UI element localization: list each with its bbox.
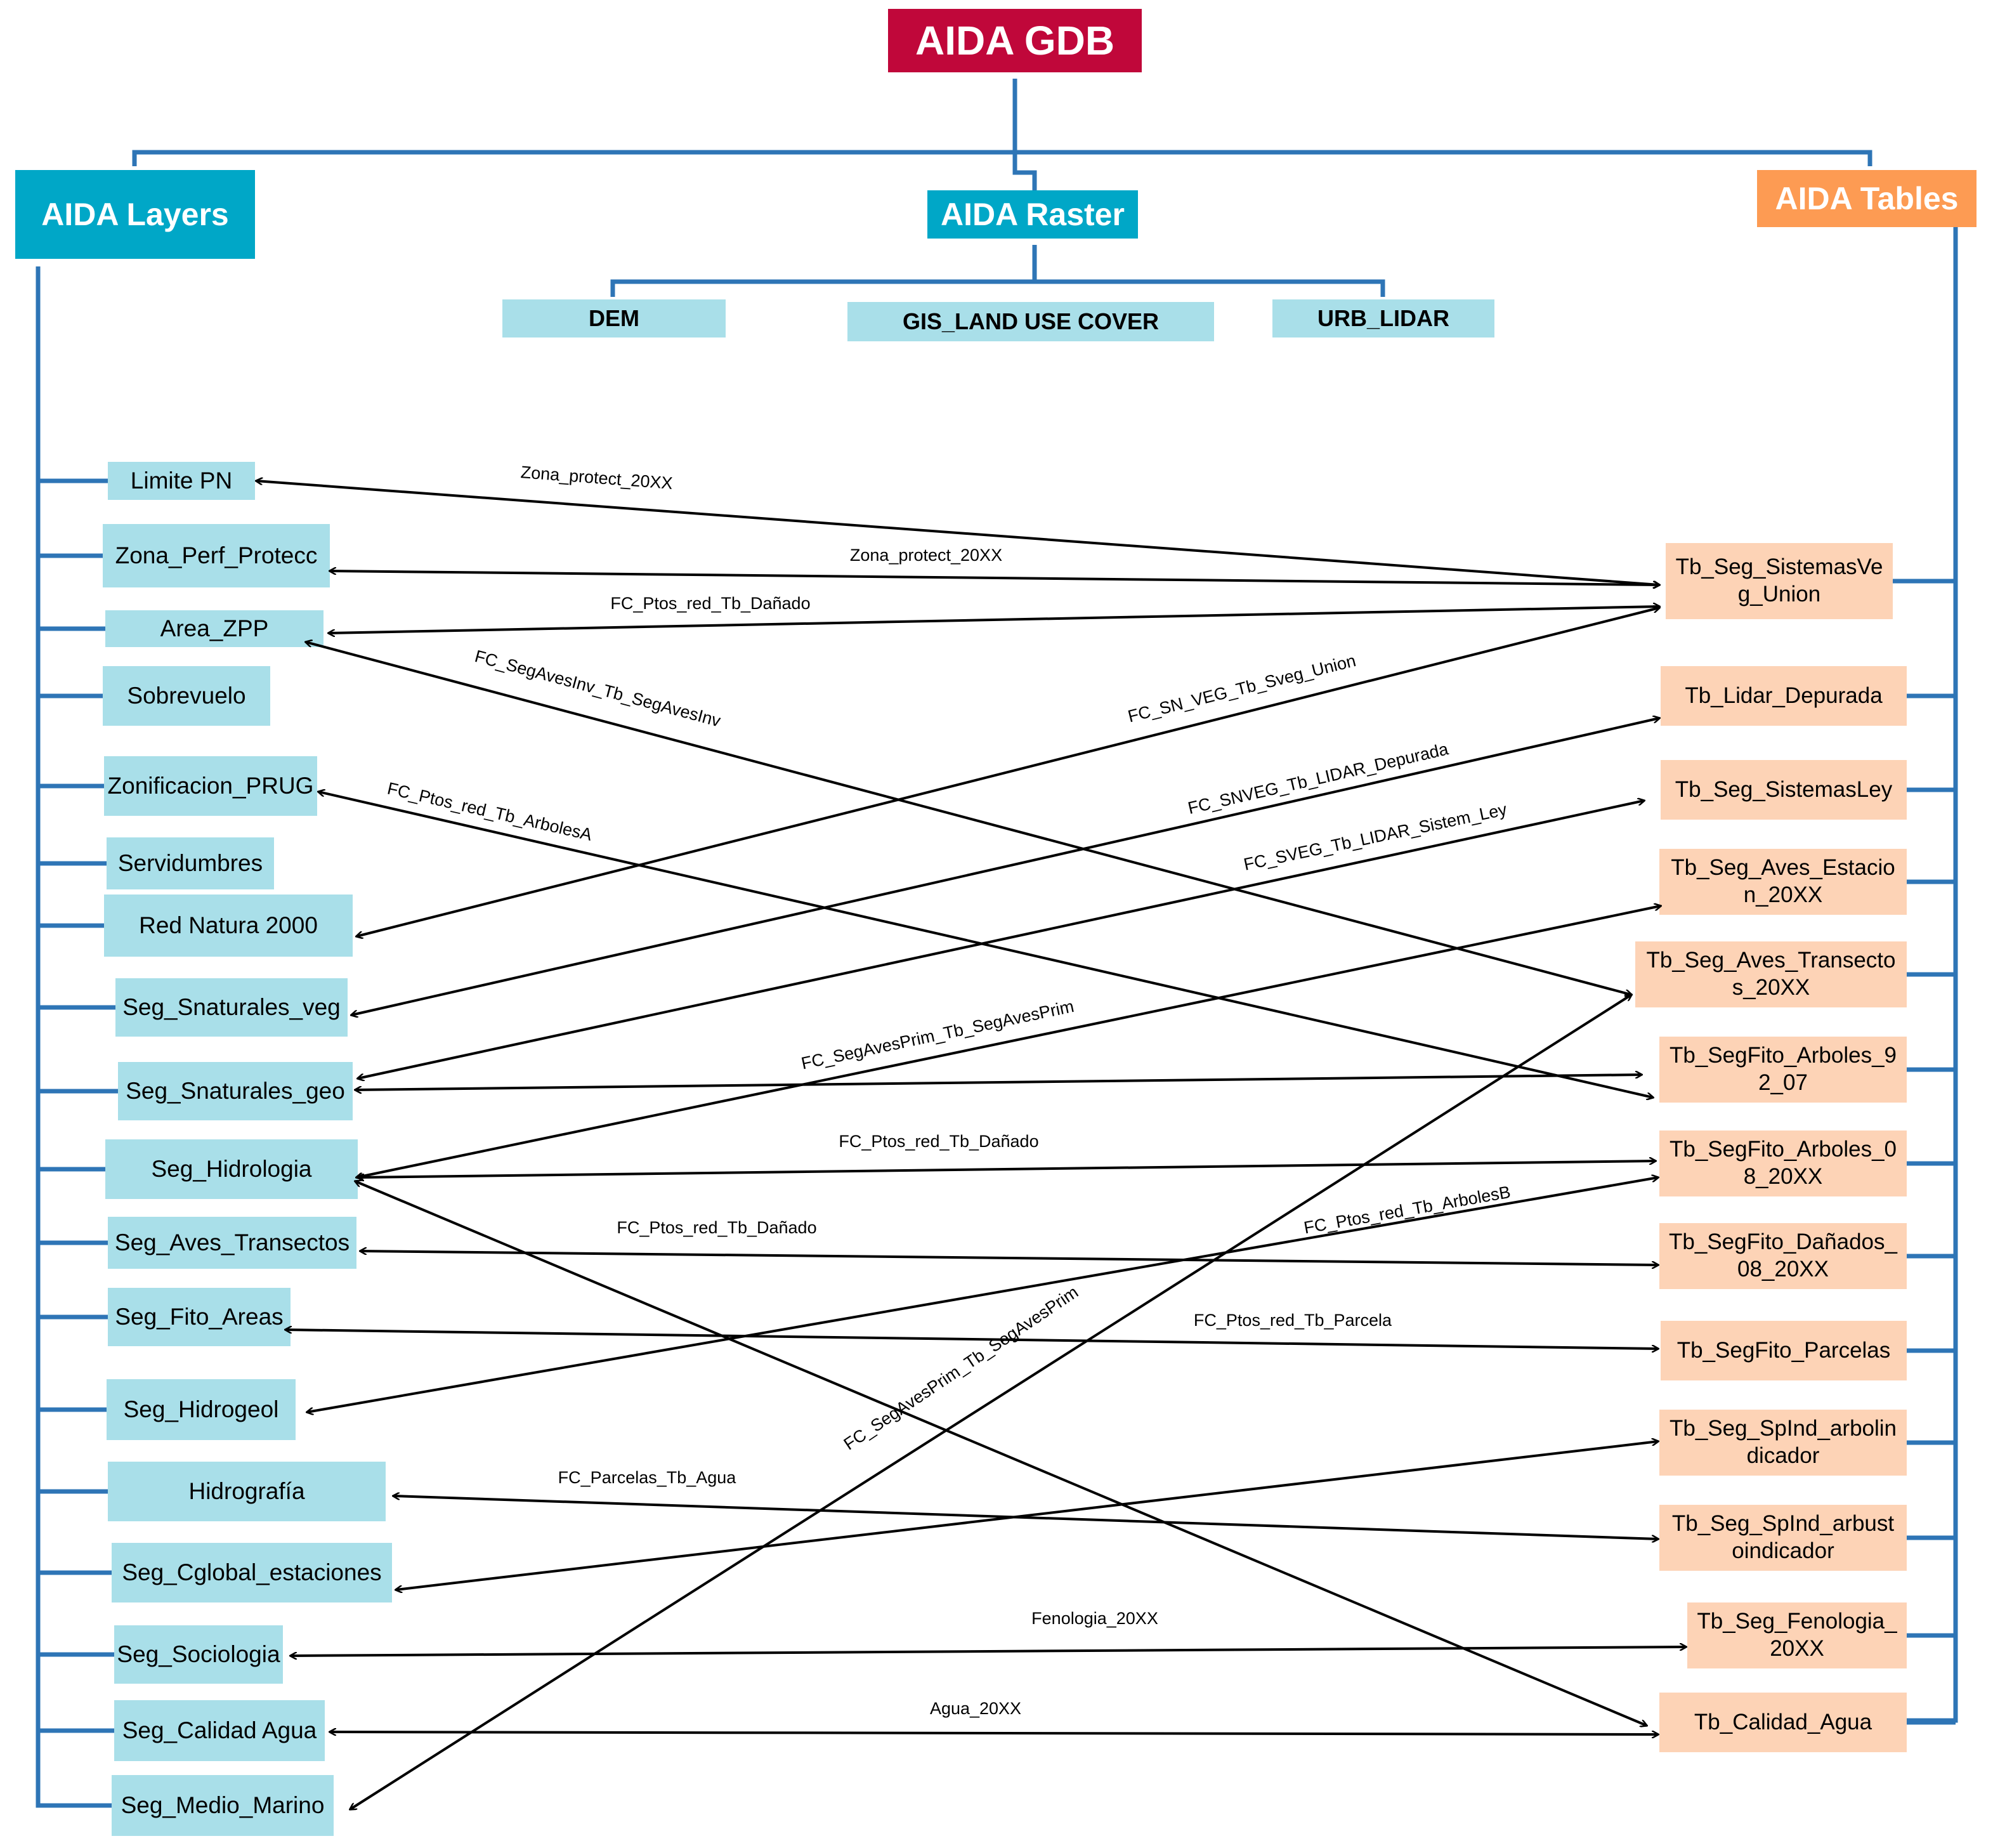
root-node-title: AIDA GDB	[888, 9, 1142, 72]
layer-seg-cglobal-estaciones: Seg_Cglobal_estaciones	[112, 1543, 392, 1602]
table-calidad-agua: Tb_Calidad_Agua	[1659, 1693, 1907, 1752]
relation-arrow	[356, 608, 1659, 936]
layer-seg-medio-marino: Seg_Medio_Marino	[112, 1775, 334, 1836]
relation-label: FC_Ptos_red_Tb_Dañado	[610, 594, 810, 613]
relation-arrow	[358, 1161, 1656, 1177]
table-seg-aves-estacion: Tb_Seg_Aves_Estacio n_20XX	[1659, 849, 1907, 915]
relation-label: Zona_protect_20XX	[520, 462, 674, 493]
relation-label: FC_SegAvesInv_Tb_SegAvesInv	[473, 646, 722, 731]
layer-area-zpp: Area_ZPP	[105, 610, 323, 647]
table-seg-sistemasveg-union: Tb_Seg_SistemasVe g_Union	[1666, 543, 1893, 619]
relation-label: FC_Ptos_red_Tb_Dañado	[839, 1132, 1038, 1151]
layer-seg-sociologia: Seg_Sociologia	[114, 1625, 283, 1684]
table-seg-fenologia: Tb_Seg_Fenologia_ 20XX	[1687, 1602, 1907, 1668]
raster-group-header: AIDA Raster	[927, 190, 1138, 239]
table-segfito-arboles-92-07: Tb_SegFito_Arboles_9 2_07	[1659, 1037, 1907, 1103]
relation-label: FC_Ptos_red_Tb_ArbolesA	[386, 778, 594, 844]
table-seg-spind-arbolindicador: Tb_Seg_SpInd_arbolin dicador	[1659, 1410, 1907, 1476]
relation-label: FC_Ptos_red_Tb_Dañado	[617, 1218, 816, 1237]
tables-group-header: AIDA Tables	[1757, 170, 1977, 227]
layers-group-header: AIDA Layers	[15, 170, 255, 259]
table-seg-aves-transectos: Tb_Seg_Aves_Transecto s_20XX	[1635, 941, 1907, 1007]
table-segfito-parcelas: Tb_SegFito_Parcelas	[1661, 1321, 1907, 1380]
layer-seg-calidad-agua: Seg_Calidad Agua	[114, 1700, 325, 1761]
layer-sobrevuelo: Sobrevuelo	[103, 666, 270, 726]
table-seg-spind-arbustoindicador: Tb_Seg_SpInd_arbust oindicador	[1659, 1505, 1907, 1571]
layer-servidumbres: Servidumbres	[107, 837, 274, 889]
relation-arrow	[256, 481, 1659, 585]
raster-item-urb-lidar: URB_LIDAR	[1272, 299, 1494, 337]
table-segfito-danados-08: Tb_SegFito_Dañados_ 08_20XX	[1659, 1223, 1907, 1289]
relation-arrow	[396, 1441, 1658, 1590]
layer-zonificacion-prug: Zonificacion_PRUG	[104, 756, 317, 816]
raster-item-dem: DEM	[502, 299, 726, 337]
relation-arrow	[350, 995, 1631, 1809]
relation-arrow	[351, 718, 1659, 1015]
layer-seg-fito-areas: Seg_Fito_Areas	[108, 1288, 291, 1346]
layer-seg-snaturales-geo: Seg_Snaturales_geo	[118, 1062, 353, 1120]
relation-arrow	[330, 1732, 1658, 1734]
relation-label: FC_SVEG_Tb_LIDAR_Sistem_Ley	[1242, 799, 1509, 874]
relation-arrow	[307, 1177, 1658, 1412]
relation-arrow	[358, 801, 1644, 1078]
relation-label: FC_SegAvesPrim_Tb_SegAvesPrim	[799, 997, 1075, 1073]
relation-label: Agua_20XX	[930, 1699, 1021, 1718]
layer-hidrografia: Hidrografía	[108, 1462, 386, 1521]
relation-arrow	[330, 571, 1659, 585]
relation-label: Zona_protect_20XX	[850, 546, 1002, 565]
relation-label: FC_SN_VEG_Tb_Sveg_Union	[1126, 651, 1357, 726]
relation-arrow	[393, 1496, 1658, 1539]
table-lidar-depurada: Tb_Lidar_Depurada	[1661, 666, 1907, 726]
layer-seg-hidrogeol: Seg_Hidrogeol	[107, 1379, 296, 1440]
layer-limite-pn: Limite PN	[108, 462, 255, 500]
table-segfito-arboles-08: Tb_SegFito_Arboles_0 8_20XX	[1659, 1130, 1907, 1196]
relation-label: FC_Parcelas_Tb_Agua	[558, 1468, 737, 1487]
table-seg-sistemasley: Tb_Seg_SistemasLey	[1661, 760, 1907, 820]
raster-item-land-use-cover: GIS_LAND USE COVER	[847, 302, 1214, 341]
relation-label: Fenologia_20XX	[1031, 1609, 1158, 1628]
relation-arrow	[318, 792, 1653, 1098]
relation-arrow	[360, 1251, 1658, 1265]
relation-label: FC_Ptos_red_Tb_Parcela	[1194, 1311, 1392, 1330]
relation-arrow	[285, 1330, 1658, 1349]
relation-arrow	[291, 1647, 1686, 1656]
relation-arrow	[329, 606, 1659, 633]
relation-arrow	[355, 1075, 1642, 1090]
relation-label: FC_SNVEG_Tb_LIDAR_Depurada	[1186, 739, 1451, 818]
relation-label: FC_Ptos_red_Tb_ArbolesB	[1302, 1183, 1512, 1238]
